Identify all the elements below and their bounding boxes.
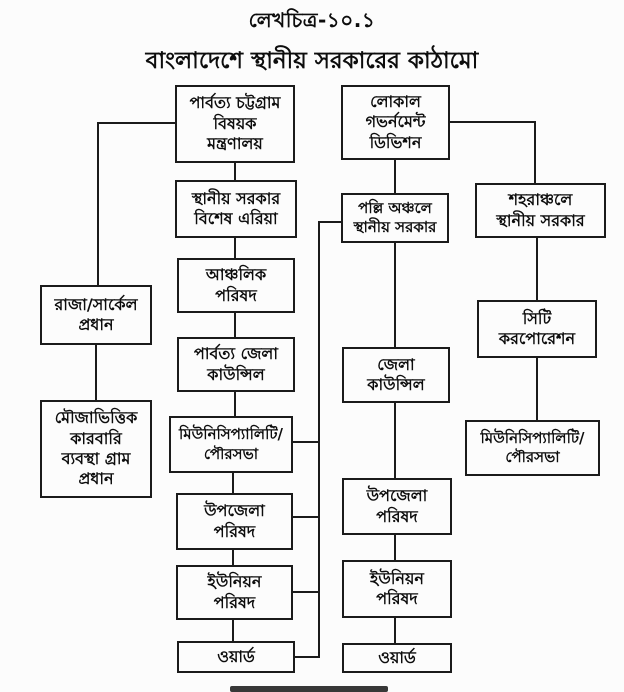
connector-ministry-to-raja-h — [97, 122, 175, 124]
connector-rural-branch-spine — [318, 221, 320, 658]
connector-spine-to-ward-hill — [295, 656, 320, 658]
node-local-govt-special-area: স্থানীয় সরকার বিশেষ এরিয়া — [175, 180, 297, 238]
connector-spine-to-municipality-hill — [293, 441, 318, 443]
node-union-parishad-rural: ইউনিয়ন পরিষদ — [342, 560, 452, 618]
node-upazila-parishad-rural: উপজেলা পরিষদ — [342, 478, 452, 535]
connector-lgd-to-urban-h — [450, 121, 536, 123]
connector-urban-to-city-corp — [536, 238, 538, 300]
connector-rural-to-district — [394, 243, 396, 347]
connector-district-to-upazila-rural — [394, 403, 396, 478]
connector-ministry-to-raja-v — [97, 122, 99, 285]
node-upazila-parishad-hill: উপজেলা পরিষদ — [176, 493, 293, 550]
connector-spine-to-upazila-hill — [293, 516, 318, 518]
connector-spine-to-union-hill — [293, 591, 318, 593]
connector-city-corp-to-municipality — [536, 358, 538, 420]
connector-municipality-to-upazila-hill — [232, 473, 234, 493]
title-block: লেখচিত্র-১০.১ বাংলাদেশে স্থানীয় সরকারের… — [0, 6, 624, 81]
figure-label: লেখচিত্র-১০.১ — [248, 8, 376, 32]
connector-upazila-to-union-hill — [232, 550, 234, 565]
node-union-parishad-hill: ইউনিয়ন পরিষদ — [176, 565, 293, 620]
node-hill-district-council: পার্বত্য জেলা কাউন্সিল — [177, 337, 295, 392]
connector-special-area-to-regional — [234, 238, 236, 258]
connector-union-to-ward-rural — [394, 618, 396, 643]
connector-rural-branch-stub — [318, 221, 341, 223]
connector-union-to-ward-hill — [232, 620, 234, 641]
page-title: বাংলাদেশে স্থানীয় সরকারের কাঠামো — [145, 48, 479, 74]
node-raja-circle-chief: রাজা/সার্কেল প্রধান — [40, 285, 152, 345]
node-ministry-chittagong-hill-tracts: পার্বত্য চট্টগ্রাম বিষয়ক মন্ত্রণালয় — [175, 85, 295, 163]
node-ward-rural: ওয়ার্ড — [342, 643, 452, 673]
node-ward-hill: ওয়ার্ড — [177, 641, 295, 673]
node-municipality-urban: মিউনিসিপ্যালিটি/ পৌরসভা — [465, 420, 600, 476]
connector-regional-to-hill-district — [234, 313, 236, 337]
connector-lgd-to-rural — [394, 160, 396, 193]
node-mouza-karbari-village-chief: মৌজাভিত্তিক কারবারি ব্যবস্থা গ্রাম প্রধা… — [40, 400, 152, 498]
node-urban-local-government: শহরাঞ্চলে স্থানীয় সরকার — [475, 183, 606, 238]
node-regional-council: আঞ্চলিক পরিষদ — [177, 258, 295, 313]
connector-raja-to-mouza — [95, 345, 97, 400]
node-rural-local-government: পল্লি অঞ্চলে স্থানীয় সরকার — [341, 193, 449, 243]
node-local-government-division: লোকাল গভর্নমেন্ট ডিভিশন — [341, 85, 450, 160]
node-district-council: জেলা কাউন্সিল — [342, 347, 450, 403]
connector-ministry-to-special-area — [234, 163, 236, 180]
connector-lgd-to-urban-v — [534, 121, 536, 183]
connector-hill-district-to-municipality — [234, 392, 236, 416]
scan-artifact — [230, 686, 388, 692]
node-municipality-hill: মিউনিসিপ্যালিটি/ পৌরসভা — [169, 416, 293, 473]
node-city-corporation: সিটি করপোরেশন — [477, 300, 597, 358]
connector-upazila-to-union-rural — [394, 535, 396, 560]
